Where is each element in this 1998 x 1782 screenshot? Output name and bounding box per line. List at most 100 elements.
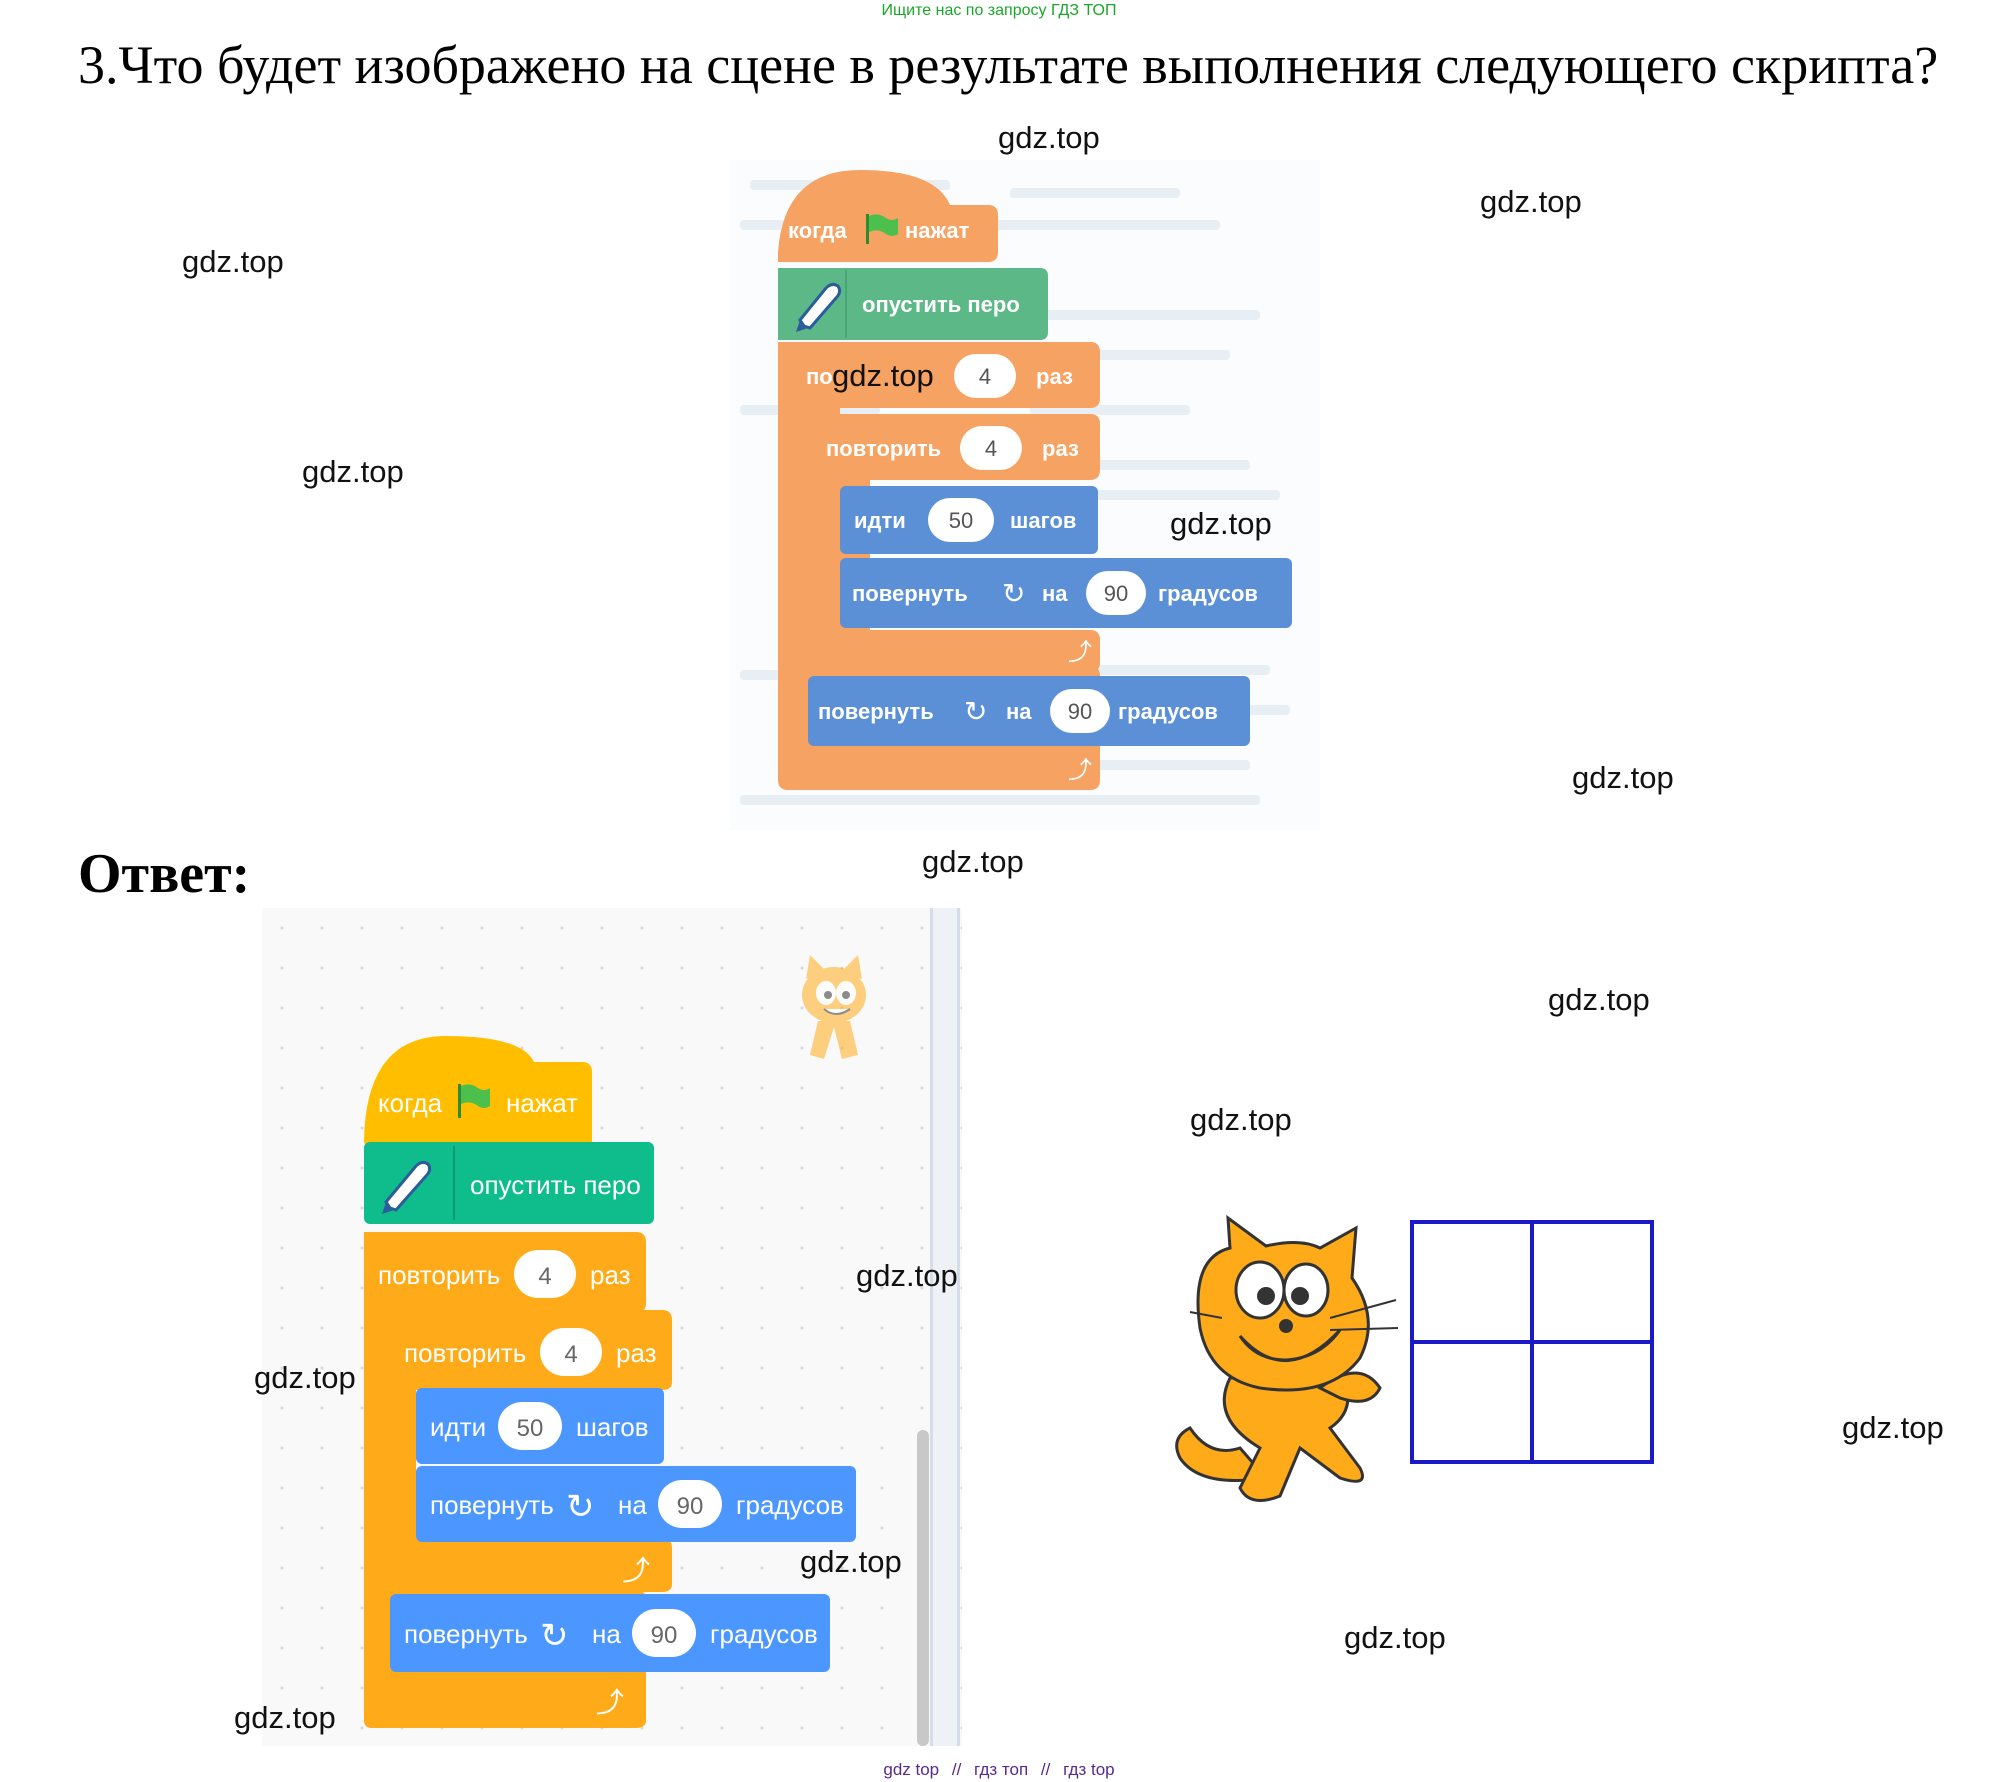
book-move-value: 50	[949, 508, 973, 533]
book-turn-inner-on: на	[1042, 581, 1068, 606]
repeat-outer-value: 4	[538, 1263, 551, 1290]
book-turn-outer-suffix: градусов	[1118, 699, 1218, 724]
book-repeat-outer-suffix: раз	[1036, 364, 1073, 389]
pen-down-block[interactable]	[364, 1142, 654, 1224]
turn-inner-input[interactable]	[658, 1480, 722, 1528]
repeat-outer-label: повторить	[378, 1260, 500, 1290]
footer-separator: //	[1040, 1760, 1051, 1779]
editor-divider	[930, 908, 960, 1746]
book-turn-inner-label: повернуть	[852, 581, 968, 606]
loop-arrow-icon: ⤴	[596, 1687, 624, 1718]
book-turn-inner-input[interactable]	[1086, 571, 1146, 615]
footer-item: гдз топ	[974, 1760, 1029, 1779]
turn-inner-value: 90	[677, 1493, 704, 1520]
pen-down-label: опустить перо	[470, 1170, 641, 1200]
footer-item: гдз top	[1063, 1760, 1115, 1779]
watermark: gdz.top	[1548, 982, 1650, 1017]
loop-arrow-icon: ⤴	[1068, 757, 1092, 784]
book-turn-inner-suffix: градусов	[1158, 581, 1258, 606]
rotate-right-icon: ↻	[540, 1617, 569, 1655]
book-turn-outer-input[interactable]	[1050, 689, 1110, 733]
watermark: gdz.top	[800, 1544, 902, 1579]
book-turn-outer-value: 90	[1068, 699, 1092, 724]
when-flag-prefix: когда	[378, 1088, 443, 1118]
pen-icon	[382, 1160, 432, 1214]
book-repeat-inner-input[interactable]	[960, 426, 1022, 470]
book-move-label: идти	[854, 508, 906, 533]
answer-label: Ответ:	[78, 843, 251, 905]
watermark: gdz.top	[1170, 506, 1272, 541]
book-turn-outer-label: повернуть	[818, 699, 934, 724]
book-repeat-inner-suffix: раз	[1042, 436, 1079, 461]
repeat-inner-value: 4	[564, 1341, 577, 1368]
book-repeat-outer-partial: по	[806, 364, 833, 389]
turn-outer-value: 90	[651, 1622, 678, 1649]
watermark: gdz.top	[832, 358, 934, 393]
move-input[interactable]	[498, 1402, 562, 1450]
book-when-flag-block	[778, 170, 998, 262]
book-repeat-inner-label: повторить	[826, 436, 941, 461]
loop-arrow-icon: ⤴	[1068, 639, 1092, 666]
book-turn-inner-block	[840, 558, 1292, 628]
book-move-suffix: шагов	[1010, 508, 1076, 533]
watermark: gdz.top	[302, 454, 404, 489]
watermark: gdz.top	[254, 1360, 356, 1395]
turn-outer-suffix: градусов	[710, 1619, 818, 1649]
turn-inner-suffix: градусов	[736, 1490, 844, 1520]
question-number: 3.	[78, 35, 119, 95]
watermark: gdz.top	[234, 1700, 336, 1735]
book-repeat-inner-block	[808, 414, 1100, 672]
rotate-right-icon: ↻	[1002, 578, 1025, 609]
rotate-right-icon: ↻	[566, 1488, 595, 1526]
green-flag-icon	[458, 1084, 490, 1118]
editor-scrollbar[interactable]	[917, 1430, 929, 1746]
green-flag-icon	[866, 214, 898, 244]
watermark: gdz.top	[182, 244, 284, 279]
repeat-outer-input[interactable]	[514, 1250, 576, 1298]
book-repeat-outer-input[interactable]	[954, 354, 1016, 398]
watermark: gdz.top	[1572, 760, 1674, 795]
turn-outer-label: повернуть	[404, 1619, 528, 1649]
turn-inner-label: повернуть	[430, 1490, 554, 1520]
turn-inner-block[interactable]	[416, 1466, 856, 1542]
book-move-input[interactable]	[928, 498, 994, 542]
book-repeat-inner-value: 4	[985, 436, 997, 461]
rotate-right-icon: ↻	[964, 696, 987, 727]
move-suffix: шагов	[576, 1412, 649, 1442]
watermark: gdz.top	[998, 120, 1100, 155]
book-when-flag-suffix: нажат	[905, 218, 970, 243]
stage-cat-sprite	[1175, 1214, 1399, 1502]
footer: gdz top // гдз топ // гдз top	[0, 1760, 1998, 1780]
repeat-outer-suffix: раз	[590, 1260, 631, 1290]
drawn-squares	[1410, 1220, 1654, 1464]
watermark: gdz.top	[856, 1258, 958, 1293]
watermark: gdz.top	[1344, 1620, 1446, 1655]
move-value: 50	[517, 1415, 544, 1442]
repeat-inner-block[interactable]	[390, 1310, 672, 1592]
book-repeat-outer-value: 4	[979, 364, 991, 389]
turn-inner-on: на	[618, 1490, 647, 1520]
watermark: gdz.top	[922, 844, 1024, 879]
footer-item: gdz top	[883, 1760, 940, 1779]
sprite-cat-icon	[802, 955, 866, 1059]
watermark: gdz.top	[1480, 184, 1582, 219]
turn-outer-block[interactable]	[390, 1594, 830, 1672]
when-flag-suffix: нажат	[506, 1088, 578, 1118]
watermark: gdz.top	[1190, 1102, 1292, 1137]
loop-arrow-icon: ⤴	[622, 1555, 650, 1586]
repeat-inner-suffix: раз	[616, 1338, 657, 1368]
repeat-inner-input[interactable]	[540, 1328, 602, 1376]
top-banner: Ищите нас по запросу ГДЗ ТОП	[881, 2, 1117, 19]
turn-outer-input[interactable]	[632, 1609, 696, 1657]
question-body: Что будет изображено на сцене в результа…	[118, 35, 1939, 95]
turn-outer-on: на	[592, 1619, 621, 1649]
book-when-flag-prefix: когда	[788, 218, 847, 243]
book-turn-inner-value: 90	[1104, 581, 1128, 606]
move-label: идти	[430, 1412, 486, 1442]
book-pen-down-label: опустить перо	[862, 292, 1020, 317]
repeat-inner-label: повторить	[404, 1338, 526, 1368]
book-turn-outer-block	[808, 676, 1250, 746]
watermark: gdz.top	[1842, 1410, 1944, 1445]
